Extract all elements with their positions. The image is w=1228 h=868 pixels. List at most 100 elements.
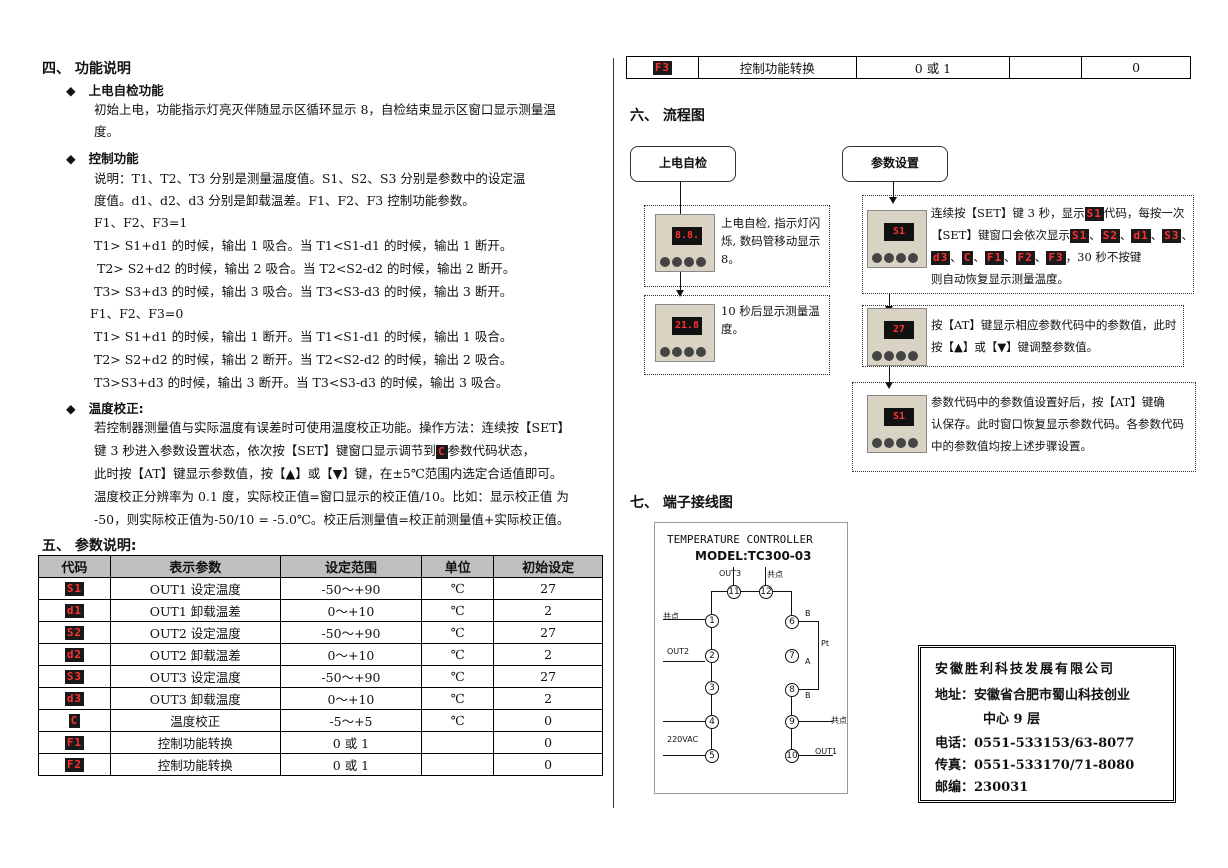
terminal-12: 12	[759, 585, 773, 599]
company-info-box: 安徽胜利科技发展有限公司 地址：安徽省合肥市蜀山科技创业 中心 9 层 电话：0…	[918, 645, 1176, 803]
label-out1: OUT1	[815, 747, 838, 756]
terminal-7: 7	[785, 649, 799, 663]
controller-device-icon: 21.8	[655, 304, 715, 362]
text-line: 初始上电，功能指示灯亮灭伴随显示区循环显示 8，自检结束显示区窗口显示测量温	[94, 102, 556, 117]
wiring-diagram: TEMPERATURE CONTROLLER MODEL:TC300-03 1 …	[654, 522, 848, 794]
led-code: d2	[64, 648, 85, 663]
led-code: F2	[64, 758, 85, 773]
section-6-title: 六、 流程图	[630, 108, 705, 124]
label-220vac: 220VAC	[667, 735, 699, 744]
diagram-model: MODEL:TC300-03	[695, 549, 812, 563]
bullet-calibration: ◆ 温度校正:	[66, 401, 144, 416]
terminal-1: 1	[705, 614, 719, 628]
terminal-4: 4	[705, 715, 719, 729]
led-code: C	[68, 714, 81, 729]
label-out3: OUT3	[719, 569, 742, 578]
flow-step-self-test: 8.8. 上电自检, 指示灯闪 烁, 数码管移动显示 8。	[644, 205, 830, 287]
label-a: A	[805, 657, 811, 666]
led-code: d1	[64, 604, 85, 619]
text-line: 说明：T1、T2、T3 分别是测量温度值。S1、S2、S3 分别是参数中的设定温	[94, 171, 526, 186]
parameter-table-continued: F3 控制功能转换 0 或 1 0	[626, 56, 1191, 79]
text-line: T2> S2+d2 的时候，输出 2 断开。当 T2<S2-d2 的时候，输出 …	[94, 352, 513, 367]
label-common-right: 共点	[831, 716, 847, 725]
header-range: 设定范围	[279, 555, 423, 578]
header-code: 代码	[38, 555, 111, 578]
company-address-2: 中心 9 层	[983, 712, 1041, 727]
led-code: F1	[64, 736, 85, 751]
terminal-9: 9	[785, 715, 799, 729]
company-zip: 邮编：230031	[935, 780, 1029, 795]
column-divider	[613, 58, 614, 808]
led-code-c: C	[435, 444, 448, 459]
flow-step-show-temp: 21.8 10 秒后显示测量温 度。	[644, 295, 830, 375]
section-4-title: 四、 功能说明	[42, 61, 131, 77]
text-line: T2> S2+d2 的时候，输出 2 吸合。当 T2<S2-d2 的时候，输出 …	[97, 261, 516, 276]
flow-box-power-on: 上电自检	[630, 146, 736, 182]
text-line: T1> S1+d1 的时候，输出 1 吸合。当 T1<S1-d1 的时候，输出 …	[94, 238, 513, 253]
table-row: F3 控制功能转换 0 或 1 0	[626, 56, 1191, 79]
terminal-11: 11	[727, 585, 741, 599]
text-line: 若控制器测量值与实际温度有误差时可使用温度校正功能。操作方法：连续按【SET】	[94, 420, 571, 435]
section-7-title: 七、 端子接线图	[630, 495, 733, 511]
terminal-6: 6	[785, 615, 799, 629]
label-common-left: 共点	[663, 612, 679, 621]
controller-device-icon: S1	[867, 395, 927, 453]
bullet-power-on: ◆ 上电自检功能	[66, 83, 164, 98]
terminal-8: 8	[785, 683, 799, 697]
text-line: 度值。d1、d2、d3 分别是卸载温差。F1、F2、F3 控制功能参数。	[94, 193, 475, 208]
led-code: S1	[64, 582, 85, 597]
text-line: F1、F2、F3=0	[90, 306, 184, 321]
controller-device-icon: 8.8.	[655, 214, 715, 272]
flow-arrow	[889, 181, 897, 204]
led-code: S2	[64, 626, 85, 641]
text-line: T3>S3+d3 的时候，输出 3 断开。当 T3<S3-d3 的时候，输出 3…	[94, 375, 509, 390]
label-b-top: B	[805, 609, 811, 618]
company-fax: 传真：0551-533170/71-8080	[935, 758, 1135, 773]
flow-step-save: S1 参数代码中的参数值设置好后，按【AT】键确 认保存。此时窗口恢复显示参数代…	[852, 382, 1196, 472]
text-line: 温度校正分辨率为 0.1 度，实际校正值=窗口显示的校正值/10。比如：显示校正…	[94, 489, 569, 504]
text-line: T3> S3+d3 的时候，输出 3 吸合。当 T3<S3-d3 的时候，输出 …	[94, 284, 513, 299]
led-code: d3	[64, 692, 85, 707]
controller-device-icon: S1	[867, 210, 927, 268]
table-header-row: 代码 表示参数 设定范围 单位 初始设定	[38, 555, 603, 578]
diagram-brand: TEMPERATURE CONTROLLER	[667, 533, 813, 546]
label-pt: Pt	[821, 639, 829, 648]
company-name: 安徽胜利科技发展有限公司	[935, 662, 1116, 677]
terminal-5: 5	[705, 749, 719, 763]
controller-device-icon: 27	[867, 308, 927, 366]
terminal-3: 3	[705, 681, 719, 695]
text-line: -50，则实际校正值为-50/10 = -5.0℃。校正后测量值=校正前测量值+…	[94, 512, 570, 527]
text-line: 此时按【AT】键显示参数值，按【▲】或【▼】键，在±5℃范围内选定合适值即可。	[94, 466, 563, 481]
section-5-title: 五、 参数说明:	[42, 538, 137, 554]
text-line: F1、F2、F3=1	[94, 215, 188, 230]
bullet-control: ◆ 控制功能	[66, 151, 139, 166]
flow-arrow	[885, 366, 893, 389]
company-address: 地址：安徽省合肥市蜀山科技创业	[935, 688, 1131, 703]
label-b-bottom: B	[805, 691, 811, 700]
terminal-2: 2	[705, 649, 719, 663]
header-init: 初始设定	[493, 555, 603, 578]
company-tel: 电话：0551-533153/63-8077	[935, 736, 1135, 751]
header-param: 表示参数	[109, 555, 281, 578]
flow-step-show-value: 27 按【AT】键显示相应参数代码中的参数值，此时 按【▲】或【▼】键调整参数值…	[862, 305, 1184, 367]
label-common-top: 共点	[767, 570, 783, 579]
label-out2: OUT2	[667, 647, 690, 656]
terminal-10: 10	[785, 749, 799, 763]
led-code: F3	[652, 61, 673, 76]
text-line: T1> S1+d1 的时候，输出 1 断开。当 T1<S1-d1 的时候，输出 …	[94, 329, 513, 344]
header-unit: 单位	[421, 555, 495, 578]
led-code: S3	[64, 670, 85, 685]
text-line: 度。	[94, 124, 120, 139]
